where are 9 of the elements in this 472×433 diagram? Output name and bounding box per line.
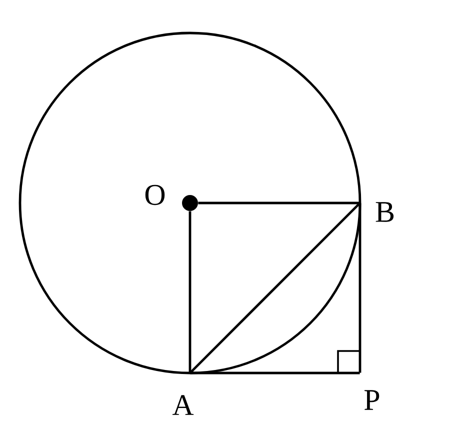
line-segment [189, 202, 361, 374]
line-segment [198, 202, 360, 204]
point-label: P [364, 390, 380, 410]
point-label: O [145, 184, 198, 211]
point-label: A [172, 395, 194, 415]
line-segment [358, 203, 362, 373]
line-segment [190, 372, 360, 374]
line-segment [188, 211, 192, 373]
point-label: B [376, 202, 394, 222]
